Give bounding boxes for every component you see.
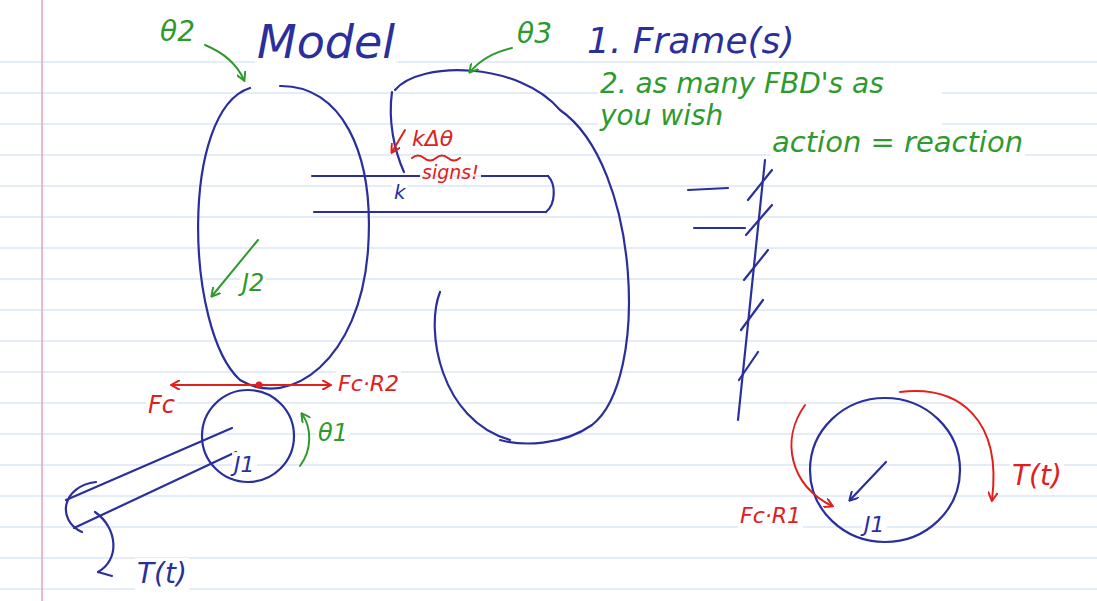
- ruled-lines: [0, 62, 1097, 589]
- angle-label: θ1: [316, 420, 350, 448]
- title: Model: [255, 16, 397, 69]
- inertia-label: J2: [240, 270, 266, 298]
- angle-label: θ3: [515, 18, 554, 50]
- force-label: Fc·R2: [336, 371, 401, 396]
- input-shaft: [74, 452, 236, 528]
- wall-hatch: [739, 170, 772, 380]
- inertia-j3: [395, 70, 629, 443]
- shaft-stub: [694, 227, 745, 229]
- force-label: Fc: [146, 392, 177, 420]
- torque-arc: [95, 512, 113, 572]
- margin-line: [41, 0, 43, 601]
- inertia-j3: [391, 92, 404, 172]
- inertia-j3: [435, 292, 510, 440]
- inertia-label: J1: [232, 452, 257, 477]
- angle-label: θ2: [158, 16, 197, 48]
- inertia-j2: [198, 86, 369, 389]
- radius-arrow: [850, 462, 886, 500]
- torque-label: T(t): [1010, 460, 1064, 492]
- heading-note: 1. Frame(s): [585, 20, 796, 61]
- stiffness-label: k: [392, 181, 408, 204]
- inertia-label: J1: [862, 512, 887, 537]
- torque-label: T(t): [135, 558, 189, 590]
- note: action = reaction: [770, 126, 1025, 159]
- note: 2. as many FBD's as you wish: [598, 68, 942, 132]
- shaft-end: [66, 482, 96, 532]
- torque-label: kΔθ: [410, 126, 455, 151]
- torque-arc: [98, 572, 112, 576]
- warning-note: signs!: [420, 162, 481, 184]
- force-arrows: [172, 130, 993, 506]
- angle-arrows: [205, 45, 512, 466]
- wall: [738, 160, 765, 420]
- shaft-end: [546, 176, 554, 212]
- shaft-stub: [688, 188, 728, 190]
- fbd-inertia: [810, 398, 960, 542]
- input-shaft: [66, 428, 232, 500]
- shaft-line: [314, 211, 546, 213]
- force-label: Fc·R1: [738, 503, 803, 528]
